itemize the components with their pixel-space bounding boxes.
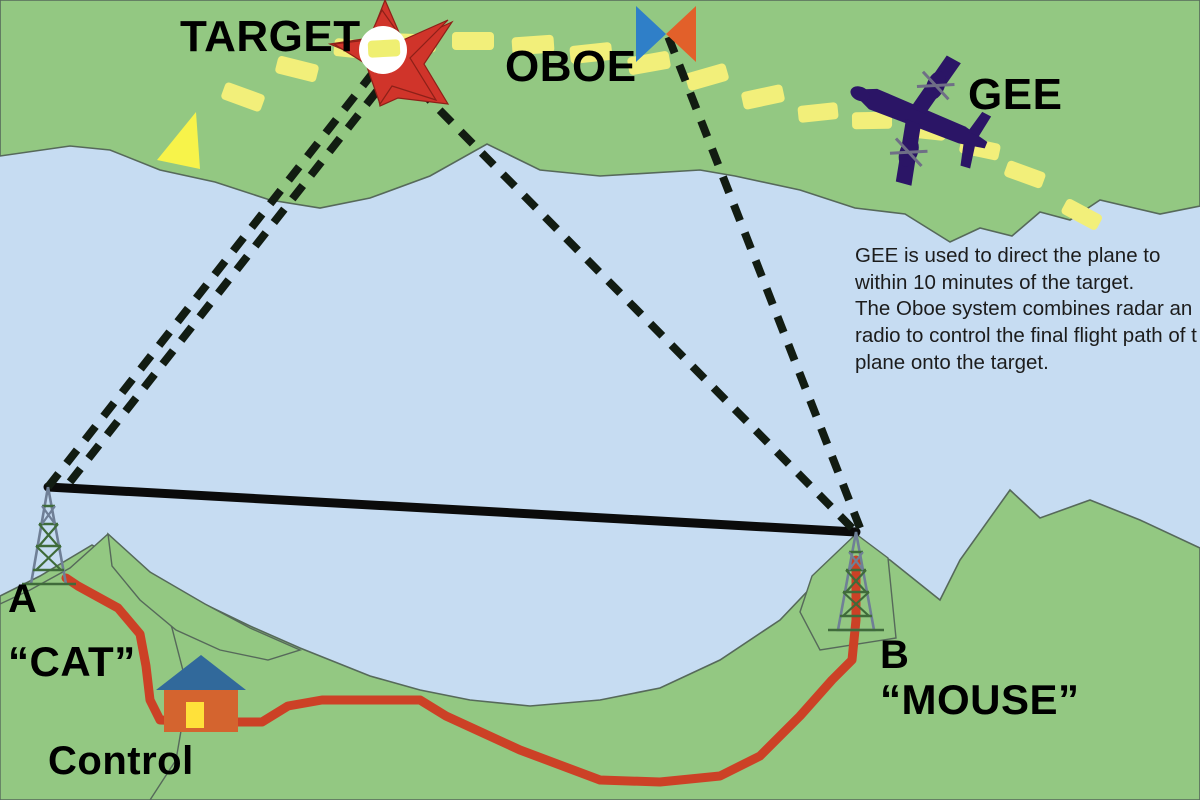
- control-label: Control: [48, 739, 194, 783]
- radio-beams: [44, 34, 864, 531]
- baseline-a-b: [43, 482, 861, 537]
- explanatory-note: GEE is used to direct the plane to withi…: [855, 244, 1197, 374]
- radio-tower-b-icon: [828, 531, 884, 632]
- target-label: TARGET: [180, 12, 361, 61]
- gee-label: GEE: [968, 70, 1063, 119]
- oboe-right-triangle-icon: [666, 6, 696, 62]
- arrow-head-icon: [157, 112, 200, 169]
- oboe-left-triangle-icon: [636, 6, 666, 62]
- star-icon: [327, 0, 454, 107]
- radio-tower-a-icon: [22, 486, 76, 586]
- bomber-plane-icon: [850, 55, 992, 186]
- station-b-label: B: [880, 633, 910, 677]
- house-icon: [156, 655, 246, 732]
- station-b-codename-label: “MOUSE”: [880, 676, 1080, 723]
- bowtie-beacon-icon: [636, 6, 696, 62]
- station-a-codename-label: “CAT”: [8, 638, 136, 685]
- beam-a-target-2: [66, 69, 396, 485]
- headland-left: [107, 532, 302, 661]
- oboe-label: OBOE: [505, 42, 637, 91]
- control-cable: [61, 555, 861, 787]
- station-a-label: A: [8, 577, 38, 621]
